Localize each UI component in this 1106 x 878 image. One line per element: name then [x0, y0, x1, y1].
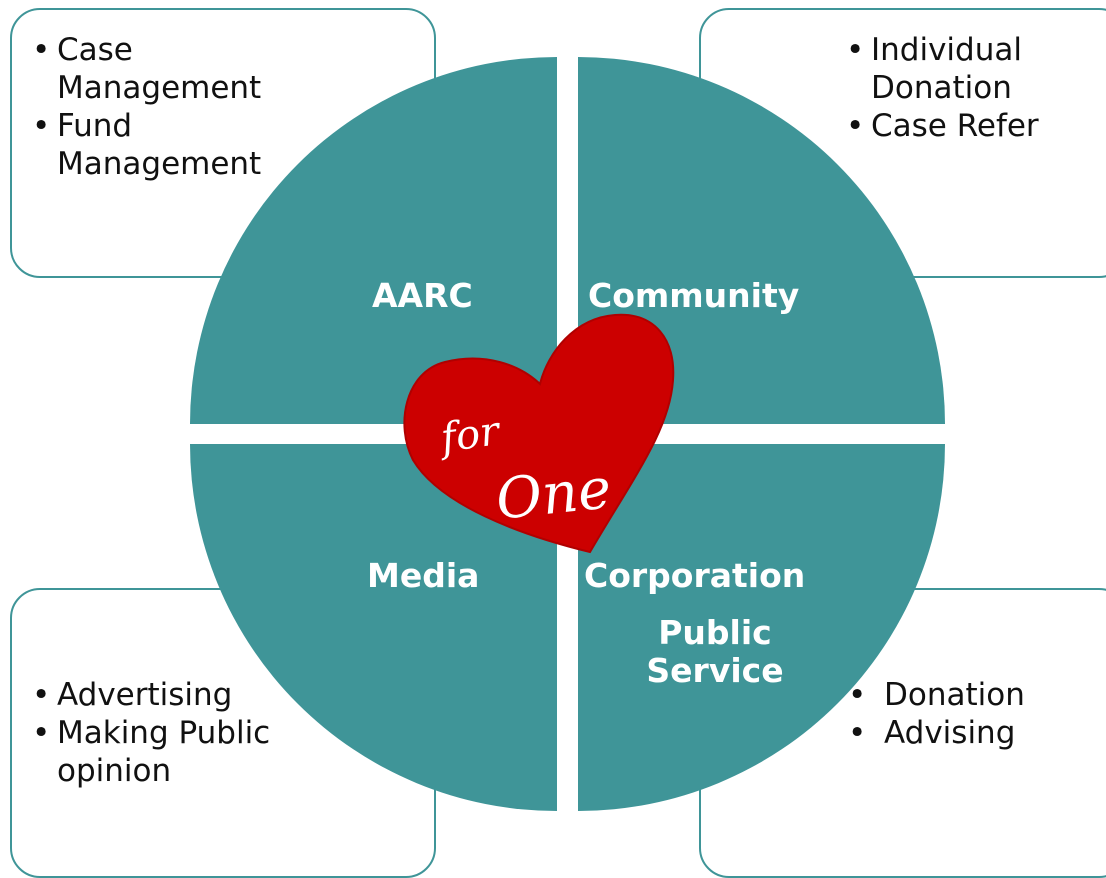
- corporation-label: Corporation: [584, 556, 806, 595]
- corporation-list: Donation Advising: [848, 676, 1098, 752]
- quadrant-top-left: [190, 57, 557, 424]
- heart-word-for: for: [438, 408, 502, 462]
- media-list: Advertising Making Public opinion: [32, 676, 292, 790]
- list-item: Advertising: [32, 676, 292, 714]
- list-item: Advising: [848, 714, 1098, 752]
- quadrant-wheel: [190, 57, 945, 811]
- list-item: Case Refer: [846, 107, 1086, 145]
- public-service-label: Public Service: [646, 613, 784, 690]
- aarc-list: Case Management Fund Management: [32, 31, 292, 183]
- quadrant-top-right: [578, 57, 945, 424]
- media-label: Media: [367, 556, 480, 595]
- list-item: Fund Management: [32, 107, 292, 183]
- list-item: Donation: [848, 676, 1098, 714]
- community-label: Community: [588, 276, 800, 315]
- heart-word-one: One: [492, 456, 615, 533]
- quadrant-bottom-left: [190, 444, 557, 811]
- heart-icon: [403, 313, 675, 554]
- aarc-label: AARC: [372, 276, 473, 315]
- list-item: Individual Donation: [846, 31, 1086, 107]
- community-list: Individual Donation Case Refer: [846, 31, 1086, 145]
- list-item: Making Public opinion: [32, 714, 292, 790]
- list-item: Case Management: [32, 31, 292, 107]
- quadrant-bottom-right: [578, 444, 945, 811]
